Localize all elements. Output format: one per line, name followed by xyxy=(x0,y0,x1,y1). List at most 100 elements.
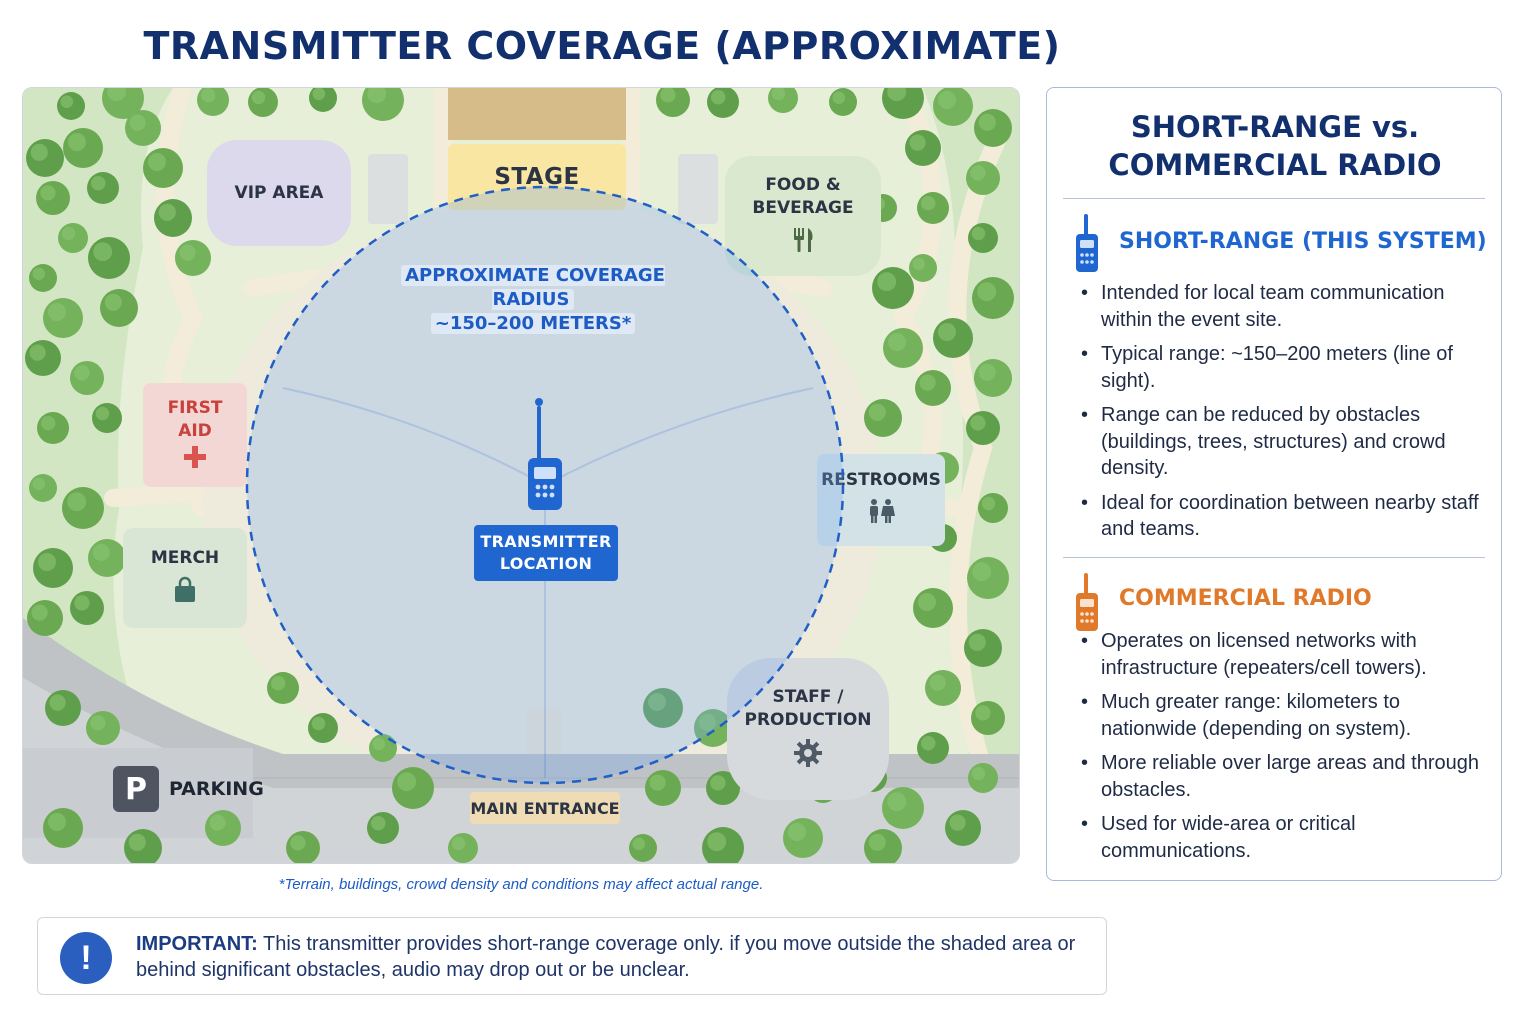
main-entrance-label: MAIN ENTRANCE xyxy=(470,798,620,818)
important-label: IMPORTANT: xyxy=(136,933,258,955)
tree xyxy=(362,88,404,121)
tree xyxy=(88,539,126,577)
exclamation-icon: ! xyxy=(60,932,112,984)
plus-icon xyxy=(181,443,209,473)
tree xyxy=(70,361,104,395)
coverage-radius-line1: APPROXIMATE COVERAGE RADIUS xyxy=(401,265,665,310)
stage-label: STAGE xyxy=(494,163,580,190)
tree xyxy=(29,264,57,292)
short-range-list: Intended for local team communication wi… xyxy=(1081,280,1491,551)
tree xyxy=(392,767,434,809)
list-item: Range can be reduced by obstacles (build… xyxy=(1081,402,1491,482)
page-title: TRANSMITTER COVERAGE (APPROXIMATE) xyxy=(143,24,1061,68)
short-range-heading: SHORT-RANGE (THIS SYSTEM) xyxy=(1119,229,1487,254)
zone-food-beverage[interactable]: FOOD & BEVERAGE xyxy=(725,156,881,276)
tree xyxy=(62,487,104,529)
tree xyxy=(36,181,70,215)
fork-knife-icon xyxy=(788,226,818,259)
tree xyxy=(913,588,953,628)
tree xyxy=(974,359,1012,397)
tree xyxy=(909,254,937,282)
tree xyxy=(768,88,798,113)
tree xyxy=(205,810,241,846)
walkie-talkie-icon xyxy=(1076,573,1098,631)
tree xyxy=(917,192,949,224)
list-item: Intended for local team communication wi… xyxy=(1081,280,1491,333)
list-item: Much greater range: kilometers to nation… xyxy=(1081,689,1491,742)
tree xyxy=(872,267,914,309)
commercial-heading: COMMERCIAL RADIO xyxy=(1119,586,1372,611)
tree xyxy=(87,172,119,204)
restroom-people-icon xyxy=(866,498,896,531)
tree xyxy=(286,831,320,863)
tree xyxy=(26,139,64,177)
walkie-talkie-icon xyxy=(1076,214,1098,272)
vip-area-label: VIP AREA xyxy=(234,182,324,203)
gear-icon xyxy=(793,738,823,773)
important-notice: ! IMPORTANT: This transmitter provides s… xyxy=(37,917,1107,995)
tree xyxy=(308,713,338,743)
parking-label: PARKING xyxy=(169,778,264,800)
restrooms-label: RESTROOMS xyxy=(821,470,941,490)
tree xyxy=(309,88,337,112)
tree xyxy=(933,88,973,126)
map-footnote: *Terrain, buildings, crowd density and c… xyxy=(278,876,764,893)
zone-first-aid[interactable]: FIRST AID xyxy=(143,383,247,487)
tree xyxy=(45,690,81,726)
important-text: IMPORTANT: This transmitter provides sho… xyxy=(136,931,1096,983)
stage-roof xyxy=(448,88,626,140)
list-item: Typical range: ~150–200 meters (line of … xyxy=(1081,341,1491,394)
tree xyxy=(933,318,973,358)
tree xyxy=(143,148,183,188)
zone-stage[interactable]: STAGE xyxy=(448,144,626,210)
zone-merch[interactable]: MERCH xyxy=(123,528,247,628)
tree xyxy=(88,237,130,279)
tree xyxy=(37,412,69,444)
shopping-bag-icon xyxy=(172,576,198,609)
panel-divider-mid xyxy=(1063,557,1485,558)
tree xyxy=(917,732,949,764)
tree xyxy=(972,277,1014,319)
zone-vip-area[interactable]: VIP AREA xyxy=(207,140,351,246)
tree xyxy=(154,199,192,237)
zone-staff-production[interactable]: STAFF / PRODUCTION xyxy=(727,658,889,800)
tree xyxy=(33,548,73,588)
zone-restrooms[interactable]: RESTROOMS xyxy=(817,454,945,546)
site-map: VIP AREA STAGE FOOD & BEVERAGE FIRST AID… xyxy=(22,87,1020,864)
tree xyxy=(70,591,104,625)
tree xyxy=(448,833,478,863)
tree xyxy=(197,88,229,116)
food-beverage-label: FOOD & BEVERAGE xyxy=(752,174,854,218)
tree xyxy=(102,88,144,119)
coverage-radius-label: APPROXIMATE COVERAGE RADIUS ~150–200 MET… xyxy=(363,264,703,336)
zone-main-entrance[interactable]: MAIN ENTRANCE xyxy=(470,792,620,824)
tree xyxy=(945,810,981,846)
tree xyxy=(966,411,1000,445)
tree xyxy=(706,771,740,805)
transmitter-icon xyxy=(528,398,562,510)
list-item: Ideal for coordination between nearby st… xyxy=(1081,490,1491,543)
tree-canopy xyxy=(25,88,1014,863)
tree xyxy=(125,110,161,146)
tree xyxy=(905,130,941,166)
tree xyxy=(694,709,732,747)
staff-production-label: STAFF / PRODUCTION xyxy=(744,686,872,730)
tree xyxy=(656,88,690,117)
tree xyxy=(58,223,88,253)
tree xyxy=(967,557,1009,599)
important-body: This transmitter provides short-range co… xyxy=(136,933,1076,981)
tree xyxy=(629,834,657,862)
tree xyxy=(267,672,299,704)
tree xyxy=(248,88,278,117)
tree xyxy=(829,88,857,116)
tree xyxy=(645,770,681,806)
tree xyxy=(702,827,744,863)
list-item: Used for wide-area or critical communica… xyxy=(1081,811,1491,864)
first-aid-label: FIRST AID xyxy=(167,398,223,441)
tree xyxy=(57,92,85,120)
tree xyxy=(864,399,902,437)
transmitter-location-label[interactable]: TRANSMITTER LOCATION xyxy=(474,525,618,581)
tree xyxy=(915,370,951,406)
tree xyxy=(25,340,61,376)
merch-label: MERCH xyxy=(150,548,220,568)
